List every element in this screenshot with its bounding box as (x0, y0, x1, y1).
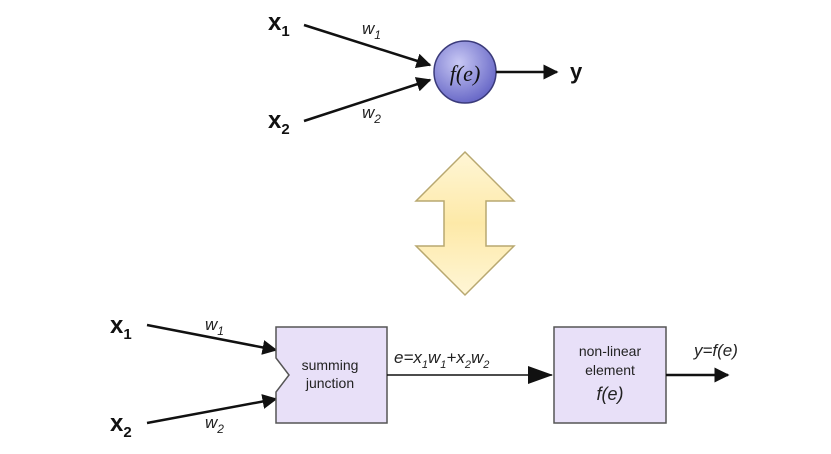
nonlinear-label-line1: non-linear (579, 343, 642, 359)
model-input-x2: x2 (110, 410, 132, 441)
model-input-arrow-1 (146, 323, 278, 355)
summing-junction-label-line2: junction (305, 375, 354, 391)
model-output-label: y=f(e) (693, 341, 738, 360)
neuron-input-arrow-2 (303, 77, 432, 123)
model-input-arrow-2 (146, 394, 278, 425)
neuron-output-y: y (570, 59, 583, 84)
nonlinear-element-box (553, 326, 667, 424)
sum-equation: e=x1w1+x2w2 (394, 348, 489, 371)
neuron-weight-w1: w1 (362, 19, 381, 42)
neuron-input-x1: x1 (268, 9, 290, 40)
neuron-weight-w2: w2 (362, 103, 381, 126)
neuron-function-label: f(e) (450, 61, 481, 86)
double-arrow-icon (414, 150, 516, 297)
sum-connector-arrowhead (528, 366, 553, 384)
model-weight-w1: w1 (205, 315, 224, 338)
neuron-input-arrow-1 (303, 23, 432, 69)
model-weight-w2: w2 (205, 413, 224, 436)
nonlinear-label-function: f(e) (597, 384, 624, 404)
summing-junction-label-line1: summing (302, 357, 359, 373)
summing-junction-box (275, 326, 388, 424)
neuron-input-x2: x2 (268, 107, 290, 138)
nonlinear-label-line2: element (585, 362, 635, 378)
neuron-symbol-group: x1 x2 w1 w2 f(e) y (268, 9, 583, 138)
model-input-x1: x1 (110, 312, 132, 343)
neuron-model-group: x1 x2 w1 w2 summing junction e=x1w1+x2w2… (110, 312, 738, 441)
